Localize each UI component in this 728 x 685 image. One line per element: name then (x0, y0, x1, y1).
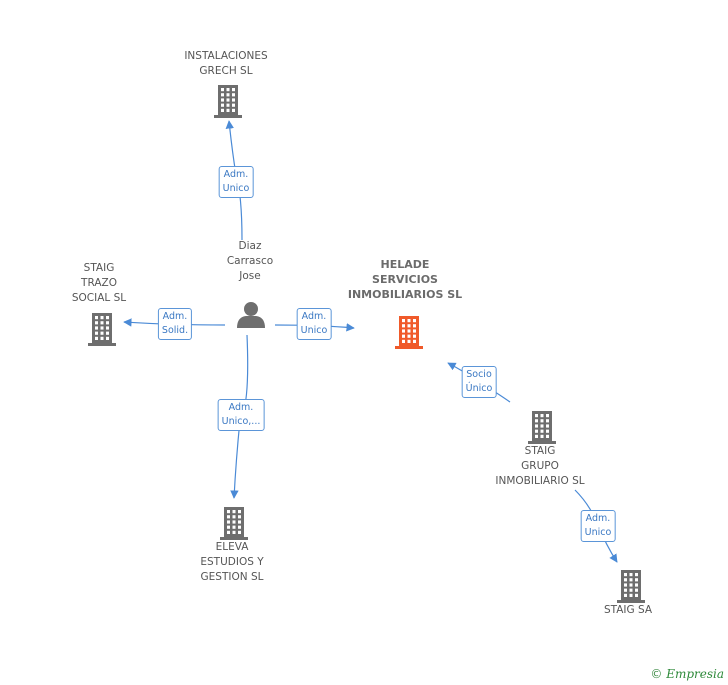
node-label-staig_trazo[interactable]: STAIG TRAZO SOCIAL SL (71, 262, 127, 304)
node-label-instalaciones[interactable]: INSTALACIONES GRECH SL (184, 50, 268, 77)
building-icon[interactable] (88, 313, 116, 346)
footer-brand[interactable]: © Empresia (650, 667, 724, 681)
building-icon[interactable] (214, 85, 242, 118)
edge-label-diaz-instalaciones[interactable]: Adm. Unico (218, 166, 254, 198)
edge-label-staig_grupo-staig_sa[interactable]: Adm. Unico (580, 510, 616, 542)
building-icon[interactable] (528, 411, 556, 444)
brand-name: Empresia (666, 667, 724, 681)
building-icon[interactable] (395, 316, 423, 349)
node-label-diaz[interactable]: Diaz Carrasco Jose (226, 240, 274, 282)
node-label-helade[interactable]: HELADE SERVICIOS INMOBILIARIOS SL (347, 258, 463, 301)
copyright-icon: © (650, 667, 663, 681)
node-label-staig_sa[interactable]: STAIG SA (603, 604, 653, 616)
person-icon[interactable] (237, 302, 265, 328)
edge-label-diaz-helade[interactable]: Adm. Unico (296, 308, 332, 340)
node-label-staig_grupo[interactable]: STAIG GRUPO INMOBILIARIO SL (495, 445, 585, 487)
building-icon[interactable] (617, 570, 645, 603)
edge-label-staig_grupo-helade[interactable]: Socio Único (461, 366, 497, 398)
edge-label-diaz-eleva[interactable]: Adm. Unico,... (217, 399, 265, 431)
building-icon[interactable] (220, 507, 248, 540)
edge-label-diaz-staig_trazo[interactable]: Adm. Solid. (157, 308, 193, 340)
node-label-eleva[interactable]: ELEVA ESTUDIOS Y GESTION SL (200, 541, 264, 583)
